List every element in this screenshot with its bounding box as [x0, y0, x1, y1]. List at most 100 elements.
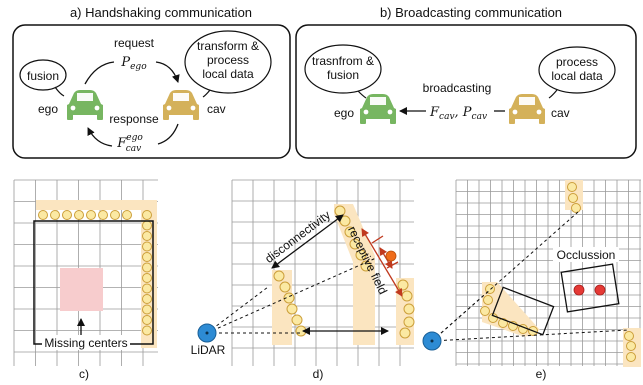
lidar-point	[142, 210, 152, 220]
points-d	[273, 205, 415, 339]
transform-bubble-line-2: fusion	[327, 68, 359, 82]
lidar-point	[142, 262, 152, 273]
fusion-bubble-label: fusion	[27, 69, 59, 83]
occlusion-label-bg	[553, 247, 619, 262]
lidar-point	[286, 303, 298, 315]
lidar-point	[62, 210, 72, 220]
lidar-point	[399, 327, 411, 339]
lidar-point	[403, 316, 415, 328]
points-c	[38, 210, 152, 336]
lidar-point	[571, 203, 581, 213]
lidar-point	[334, 205, 346, 217]
cav-car-icon	[163, 90, 199, 120]
ray-e-car	[431, 289, 491, 342]
band-top-c	[36, 200, 157, 210]
lidar-point	[142, 304, 152, 315]
lidar-point	[480, 306, 490, 316]
lidar-point	[626, 341, 636, 351]
predicted-center-dot	[385, 250, 397, 262]
band-car-e	[482, 282, 540, 337]
disconnect-arrow	[271, 214, 344, 269]
visible-car-box	[491, 286, 555, 336]
lidar-point	[86, 210, 96, 220]
lidar-point	[142, 273, 152, 283]
caption-c: c)	[79, 367, 89, 381]
lidar-center-e	[430, 339, 434, 343]
lidar-point	[110, 210, 120, 220]
process-local-line-1: process	[556, 55, 598, 69]
missing-centers-label: Missing centers	[44, 336, 127, 350]
lidar-point	[344, 226, 356, 238]
occluded-center-1	[573, 284, 585, 296]
fusion-bubble	[19, 59, 67, 91]
panel-b: b) Broadcasting communication trasnfrom …	[295, 5, 637, 159]
grid-e	[455, 179, 641, 366]
response-arrow	[87, 127, 113, 147]
lidar-point	[142, 231, 152, 241]
lidar-point	[38, 210, 48, 220]
disconnect-label: disconnectivity	[262, 208, 333, 266]
panel-a-title: a) Handshaking communication	[70, 5, 252, 20]
lidar-point	[50, 210, 60, 220]
panel-d: LiDAR disconnectivity receptive field d)	[191, 179, 415, 381]
lidar-center-d	[205, 331, 209, 335]
process-bubble-line-3: local data	[202, 67, 254, 81]
process-bubble	[184, 30, 272, 94]
occluded-center-2	[594, 284, 606, 296]
cav-label: cav	[207, 102, 226, 116]
lidar-point	[349, 238, 361, 250]
broadcast-label: broadcasting	[423, 81, 492, 95]
caption-e: e)	[536, 367, 547, 381]
panel-b-title: b) Broadcasting communication	[380, 5, 562, 20]
transform-bubble-line-1: trasnfrom &	[312, 54, 374, 68]
ego-label: ego	[38, 102, 58, 116]
lidar-point	[122, 210, 132, 220]
cav-label-b: cav	[551, 106, 570, 120]
receptive-tick-1	[371, 235, 384, 244]
request-formula: Pego	[120, 55, 147, 72]
request-arrow	[155, 61, 180, 83]
lidar-point	[483, 295, 493, 305]
lidar-point	[568, 193, 578, 203]
occlusion-label: Occlussion	[557, 248, 616, 262]
process-local-bubble	[538, 46, 616, 94]
lidar-point	[142, 220, 152, 231]
lidar-ray-upper	[206, 257, 377, 334]
lidar-point	[279, 281, 291, 293]
process-bubble-tail	[202, 89, 211, 98]
lidar-ray-lower	[206, 286, 269, 334]
request-label: request	[114, 36, 155, 50]
lidar-point	[403, 303, 415, 315]
lidar-point	[567, 182, 577, 192]
lidar-point	[98, 210, 108, 220]
panel-a: a) Handshaking communication fusion tran…	[12, 5, 291, 159]
lidar-point	[401, 290, 413, 302]
transform-bubble-tail	[357, 90, 367, 99]
occluded-car-box	[560, 263, 620, 313]
lidar-point	[397, 279, 409, 291]
response-arc-right	[157, 123, 179, 145]
lidar-point	[339, 215, 351, 227]
missing-centers-area	[60, 268, 103, 311]
lidar-point	[291, 314, 303, 326]
ego-car-b-icon	[360, 94, 396, 124]
lidar-point	[142, 315, 152, 325]
request-arc-left	[84, 61, 115, 85]
broadcast-formula: Fcav, Pcav	[429, 105, 487, 122]
lidar-point	[142, 241, 152, 252]
missing-label-bg	[42, 335, 130, 350]
panel-b-frame	[295, 24, 637, 159]
transform-bubble	[304, 44, 382, 94]
panel-c: Missing centers c)	[13, 179, 158, 381]
process-bubble-line-2: process	[207, 53, 249, 67]
lidar-point	[74, 210, 84, 220]
cav-car-b-icon	[509, 94, 545, 124]
lidar-label-d: LiDAR	[191, 343, 226, 357]
process-bubble-line-1: transform &	[197, 39, 259, 53]
ego-label-b: ego	[334, 106, 354, 120]
lidar-point	[142, 252, 152, 262]
fusion-bubble-tail	[54, 86, 65, 97]
lidar-point	[142, 283, 152, 294]
ray-e-right	[431, 329, 629, 342]
